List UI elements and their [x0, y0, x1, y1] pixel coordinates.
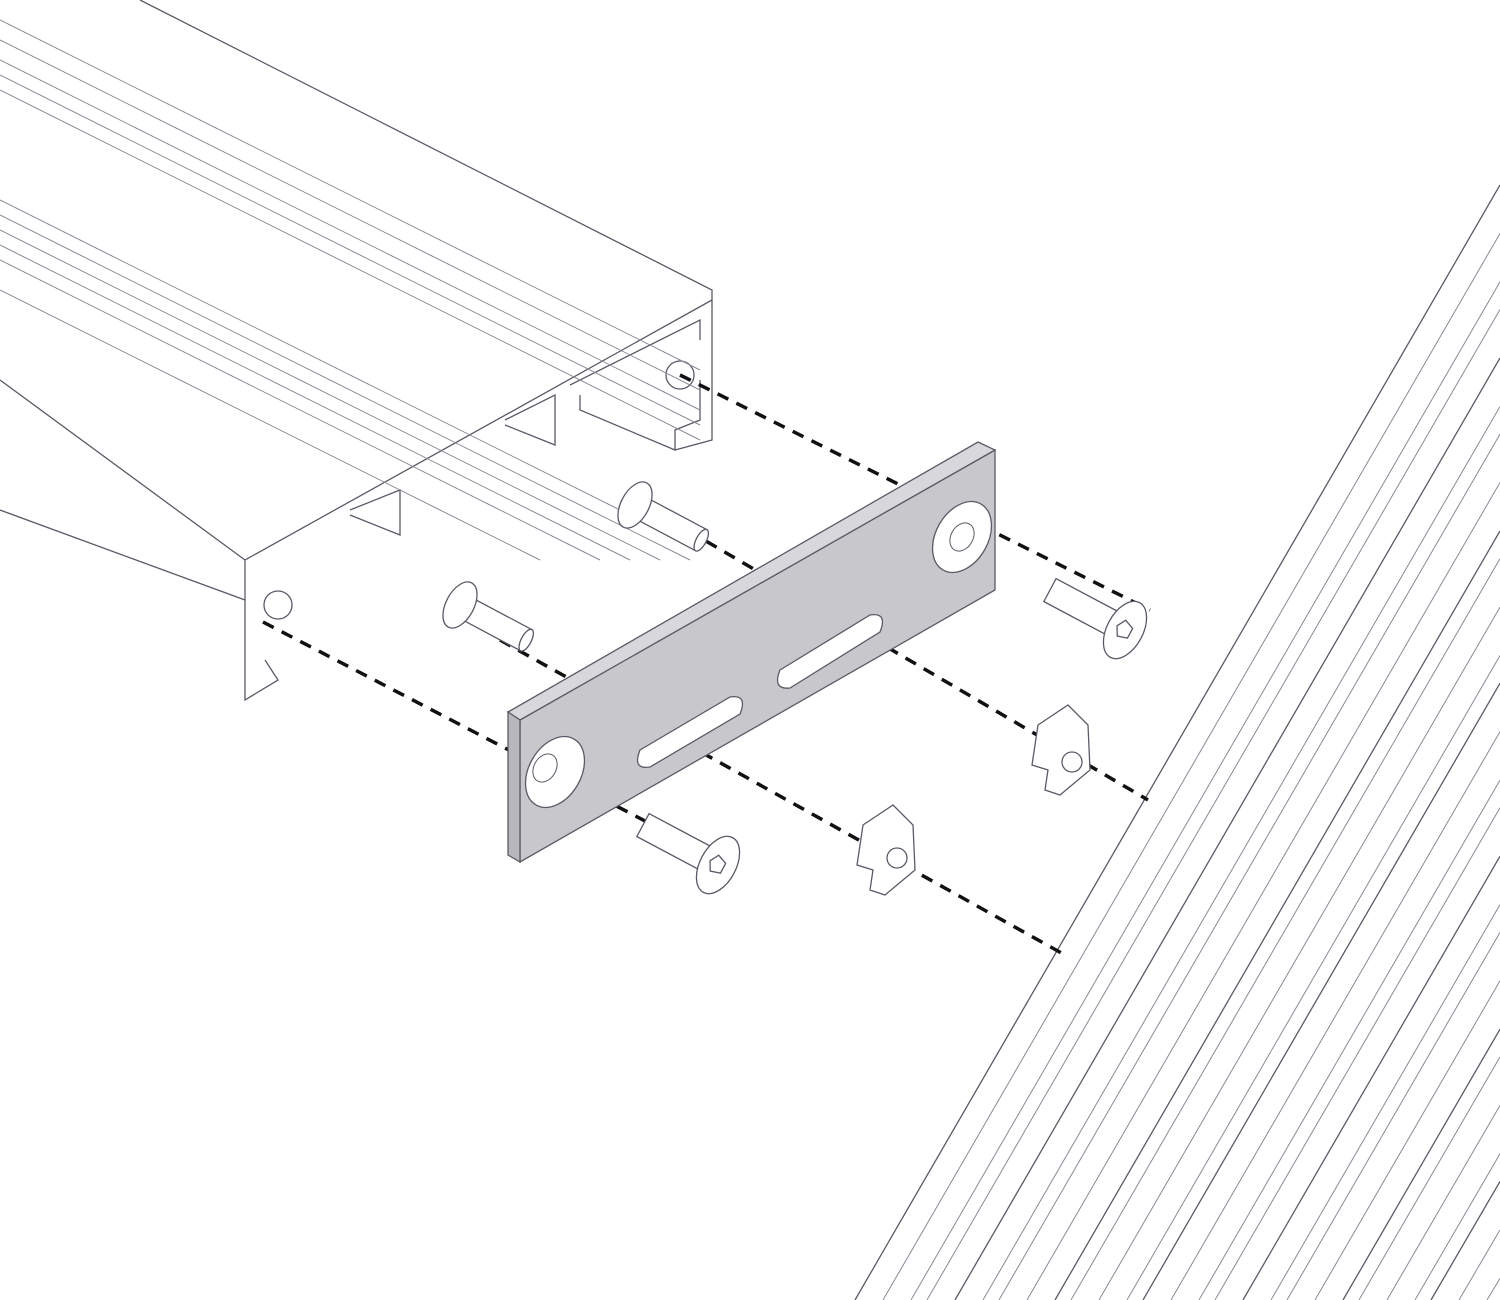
profile-rib-line — [0, 39, 701, 391]
profile-rib-line — [954, 357, 1500, 1300]
slot-lower — [636, 695, 744, 769]
profile-rib-line — [1386, 1105, 1500, 1300]
profile-rib-line — [0, 199, 701, 551]
profile-rib-line — [0, 214, 691, 561]
profile-rib-line — [1142, 682, 1500, 1300]
profile-rib-line — [1026, 482, 1500, 1300]
profile-rib-line — [1458, 1229, 1500, 1300]
connector-plate — [506, 441, 997, 864]
guide-line-d — [262, 620, 721, 862]
profile-rib-line — [1070, 558, 1500, 1300]
profile-rib-line — [0, 289, 541, 561]
profile-rib-line — [0, 19, 701, 371]
right-extrusion-profile — [854, 184, 1500, 1300]
profile-rib-line — [982, 406, 1500, 1300]
t-slot-nut — [856, 804, 916, 896]
profile-rib-line — [0, 229, 661, 561]
profile-rib-line — [1098, 606, 1500, 1300]
profile-rib-line — [1054, 530, 1500, 1300]
profile-rib-line — [0, 74, 701, 426]
profile-rib-line — [1170, 731, 1500, 1300]
profile-rib-line — [1198, 779, 1500, 1300]
profile-rib-line — [1486, 1278, 1500, 1300]
socket-head-screw — [617, 481, 710, 552]
profile-rib-line — [1314, 980, 1500, 1300]
t-slot-nut — [1031, 704, 1091, 796]
guide-line-b — [669, 518, 1149, 802]
profile-rib-line — [1358, 1056, 1500, 1300]
profile-rib-line — [882, 233, 1500, 1300]
profile-rib-line — [1270, 904, 1500, 1300]
countersunk-screw — [635, 812, 741, 895]
left-extrusion-profile — [0, 0, 713, 702]
profile-rib-line — [998, 433, 1500, 1300]
profile-rib-line — [0, 59, 701, 411]
slot-upper — [776, 613, 884, 689]
profile-rib-line — [1414, 1153, 1500, 1300]
profile-rib-line — [1126, 655, 1500, 1300]
profile-rib-line — [0, 89, 701, 441]
profile-rib-line — [1242, 855, 1500, 1300]
profile-rib-line — [1342, 1028, 1500, 1300]
profile-rib-line — [1286, 932, 1500, 1300]
profile-rib-line — [0, 244, 631, 561]
profile-rib-line — [0, 259, 601, 561]
countersunk-screw — [1042, 577, 1148, 660]
profile-rib-line — [910, 281, 1500, 1300]
profile-rib-line — [926, 309, 1500, 1300]
profile-rib-line — [1214, 807, 1500, 1300]
socket-head-screw — [442, 581, 535, 652]
profile-rib-line — [1430, 1181, 1500, 1300]
